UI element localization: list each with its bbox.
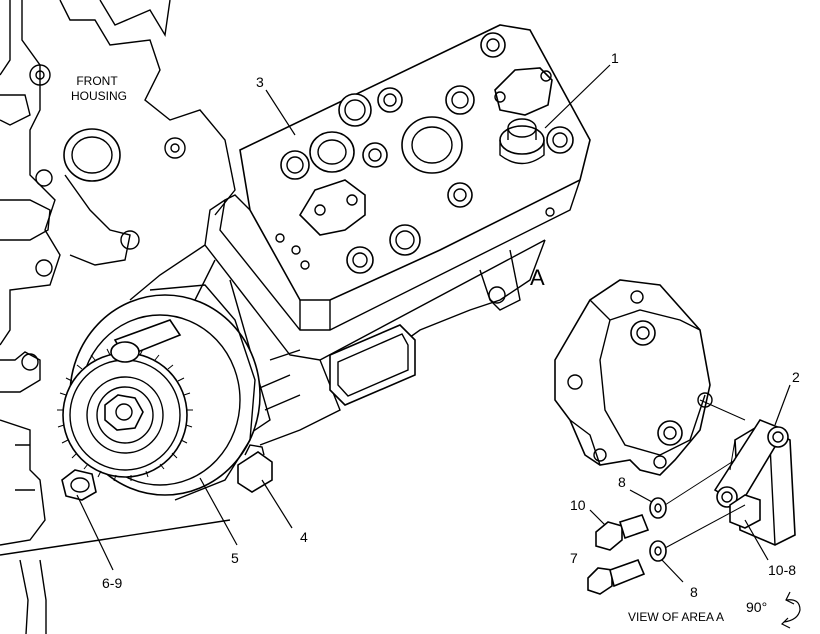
rotation-label: 90° <box>746 599 767 615</box>
front-housing <box>0 0 236 634</box>
head-bolts <box>280 32 574 274</box>
view-marker-a: A <box>530 265 545 290</box>
callout-6-9: 6-9 <box>102 575 122 591</box>
callout-8-upper: 8 <box>618 474 626 490</box>
leader-lines <box>76 64 791 583</box>
front-housing-label-line1: FRONT <box>76 74 118 88</box>
callout-3: 3 <box>256 74 264 90</box>
callout-10-8: 10-8 <box>768 562 796 578</box>
compressor-body <box>129 24 591 446</box>
callout-1: 1 <box>611 50 619 66</box>
rotate-arrow-icon <box>780 591 801 629</box>
callout-8-lower: 8 <box>690 584 698 600</box>
view-area-a <box>554 279 796 595</box>
callout-2: 2 <box>792 369 800 385</box>
front-housing-label-line2: HOUSING <box>71 89 127 103</box>
callout-5: 5 <box>231 550 239 566</box>
callout-4: 4 <box>300 529 308 545</box>
callout-7: 7 <box>570 550 578 566</box>
labels: FRONT HOUSING 1 3 A 2 8 10 4 5 7 10-8 6-… <box>71 50 800 624</box>
callout-10: 10 <box>570 497 586 513</box>
view-caption: VIEW OF AREA A <box>628 610 724 624</box>
drive-gear-assembly <box>57 284 273 501</box>
